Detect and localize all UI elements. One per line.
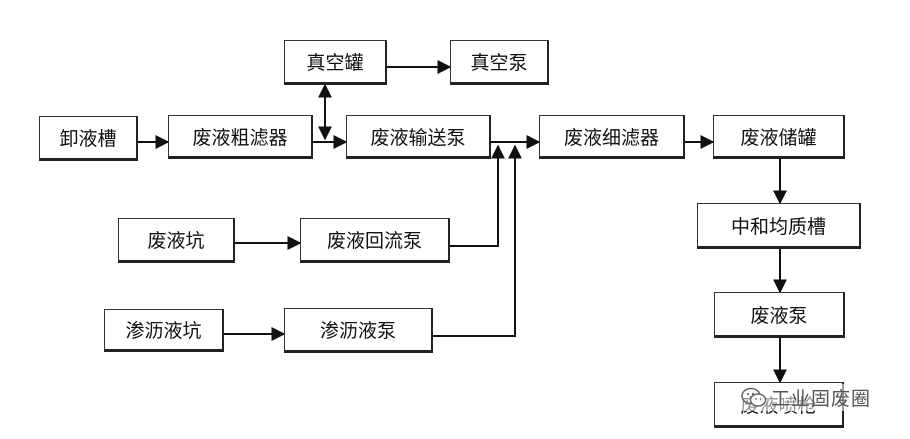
node-vacuum-tank: 真空罐 — [284, 40, 387, 85]
node-leachate-pit: 渗沥液坑 — [104, 309, 224, 352]
arrow-leachate-pump-to-main — [433, 144, 522, 337]
node-transfer-pump: 废液输送泵 — [346, 115, 491, 159]
watermark: 工业固废圈 — [738, 384, 875, 411]
node-storage-tank: 废液储罐 — [713, 115, 845, 159]
node-unloading-tank: 卸液槽 — [39, 116, 138, 161]
wechat-icon — [741, 387, 767, 407]
node-waste-pump: 废液泵 — [714, 292, 845, 338]
node-neutralization-tank: 中和均质槽 — [697, 203, 861, 249]
arrow-return-pump-to-main — [450, 144, 505, 247]
node-coarse-filter: 废液粗滤器 — [168, 115, 313, 159]
node-vacuum-pump: 真空泵 — [450, 40, 549, 85]
node-fine-filter: 废液细滤器 — [539, 115, 685, 159]
node-return-pump: 废液回流泵 — [300, 218, 450, 263]
node-waste-pit: 废液坑 — [118, 218, 235, 263]
watermark-text: 工业固废圈 — [771, 388, 872, 410]
node-leachate-pump: 渗沥液泵 — [284, 308, 433, 353]
